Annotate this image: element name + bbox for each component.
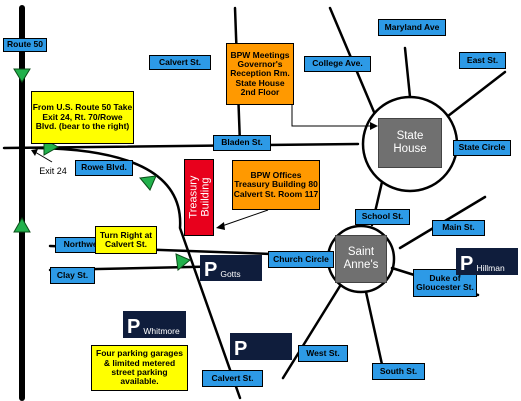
rowe-arrow-down-icon <box>139 175 157 191</box>
parking-gotts-name: Gotts <box>220 268 241 279</box>
parking-hillman-name: Hillman <box>476 262 505 273</box>
route50-directions-note: From U.S. Route 50 Take Exit 24, Rt. 70/… <box>31 91 134 144</box>
parking-hillman: P Hillman <box>456 248 518 275</box>
parking-gotts: P Gotts <box>200 255 262 281</box>
exit24-pointer <box>34 151 53 163</box>
west-road <box>281 284 342 380</box>
maryland-ave-label: Maryland Ave <box>378 19 446 36</box>
church-circle-label: Church Circle <box>268 251 334 268</box>
route50-arrow-up-icon <box>13 216 31 233</box>
bpw-offices-note: BPW Offices Treasury Building 80 Calvert… <box>232 160 320 210</box>
parking-unnamed: P <box>230 333 292 360</box>
parking-info-note: Four parking garages & limited metered s… <box>91 345 188 391</box>
bpw-meetings-arrowhead <box>370 122 378 130</box>
duke-of-gloucester-st-label: Duke of Gloucester St. <box>413 269 477 297</box>
parking-whitmore: P Whitmore <box>123 311 186 338</box>
turn-right-note: Turn Right at Calvert St. <box>95 226 157 254</box>
main-st-label: Main St. <box>432 220 485 236</box>
clay-st-label: Clay St. <box>50 267 95 284</box>
calvert-arrow-right-icon <box>175 253 191 271</box>
rowe-blvd-label: Rowe Blvd. <box>75 160 133 176</box>
exit24-label: Exit 24 <box>39 166 67 177</box>
bpw-meetings-note: BPW Meetings Governor's Reception Rm. St… <box>226 43 294 105</box>
college-ave-label: College Ave. <box>304 56 371 72</box>
rowe-calvert-road <box>34 146 242 400</box>
bpw-offices-arrowhead <box>216 222 225 230</box>
route50-label: Route 50 <box>3 38 47 52</box>
west-st-label: West St. <box>298 345 348 362</box>
treasury-building-label: Treasury Building <box>186 176 211 219</box>
route50-arrow-down-icon <box>13 68 31 83</box>
bladen-st-label: Bladen St. <box>213 135 271 151</box>
state-circle-label: State Circle <box>453 140 511 156</box>
state-house-building: State House <box>378 118 442 168</box>
bpw-meetings-pointer <box>291 104 372 127</box>
school-st-label: School St. <box>355 209 410 225</box>
calvert-st-top-label: Calvert St. <box>149 55 211 70</box>
exit24-arrowhead <box>31 149 38 156</box>
maryland-road <box>403 46 412 99</box>
saint-annes-building: Saint Anne's <box>335 235 387 283</box>
treasury-building: Treasury Building <box>184 159 214 236</box>
calvert-st-bottom-label: Calvert St. <box>202 370 263 387</box>
east-st-label: East St. <box>459 52 506 69</box>
parking-hillman-icon: P <box>460 253 474 275</box>
south-st-label: South St. <box>372 363 425 380</box>
parking-gotts-icon: P <box>204 259 218 281</box>
parking-whitmore-name: Whitmore <box>143 325 180 336</box>
bladen-road <box>2 142 360 150</box>
parking-whitmore-icon: P <box>127 316 141 338</box>
parking-unnamed-icon: P <box>234 338 248 360</box>
east-road <box>446 70 507 118</box>
bpw-offices-pointer <box>221 209 269 227</box>
